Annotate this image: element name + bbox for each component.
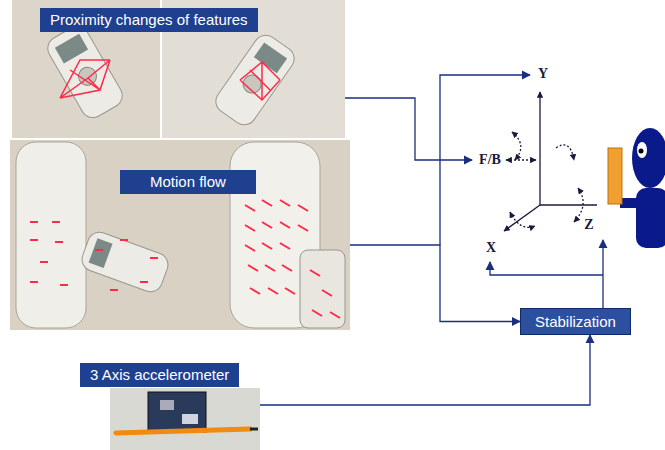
axis-label: F/B — [478, 152, 502, 168]
photo-group: Motion flow — [10, 140, 350, 330]
photo-group: Proximity changes of features — [10, 0, 345, 140]
connector-arrow — [260, 335, 590, 405]
axis-label: Z — [583, 217, 594, 233]
caption-band: Motion flow — [120, 170, 256, 194]
caption-band: 3 Axis accelerometer — [80, 363, 239, 387]
accelerometer-photo — [110, 388, 260, 450]
axis-label: Y — [537, 66, 549, 82]
photo-group: 3 Axis accelerometer — [80, 363, 260, 450]
person-figure — [608, 128, 665, 248]
motion-flow-photos — [10, 140, 350, 330]
box-label: Stabilization — [535, 312, 616, 331]
process-box: Stabilization — [520, 308, 631, 335]
proximity-photos — [12, 0, 345, 138]
axes — [504, 92, 597, 231]
connector-arrow — [350, 245, 520, 322]
axis-label: X — [485, 240, 497, 256]
leader-lines — [345, 75, 603, 308]
caption-band: Proximity changes of features — [40, 8, 258, 32]
